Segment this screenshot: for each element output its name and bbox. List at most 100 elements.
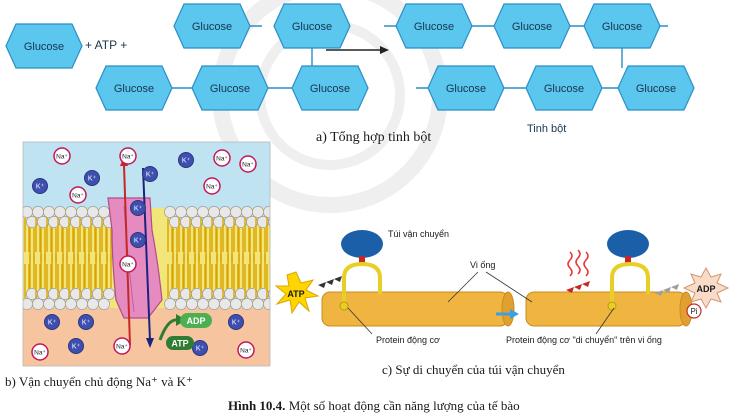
glucose-hexagon: Glucose — [427, 65, 505, 111]
svg-text:Na⁺: Na⁺ — [242, 162, 254, 169]
potassium-ion: K⁺ — [142, 166, 158, 182]
potassium-ion: K⁺ — [32, 178, 48, 194]
glucose-hexagon: Glucose — [95, 65, 173, 111]
motor-foot — [339, 301, 349, 311]
label-motor-moving: Protein động cơ "di chuyển" trên vi ống — [506, 335, 662, 345]
glucose-label: Glucose — [114, 83, 154, 95]
svg-text:K⁺: K⁺ — [134, 206, 143, 213]
phosphate-badge: Pi — [686, 303, 702, 319]
svg-text:Na⁺: Na⁺ — [216, 156, 228, 163]
product-label-starch: Tinh bột — [527, 123, 566, 135]
svg-text:K⁺: K⁺ — [82, 320, 91, 327]
adp-starburst: ADP — [682, 266, 730, 310]
phospholipid-heads — [23, 206, 270, 310]
panel-c-vesicle-transport: ATP ADP — [274, 229, 730, 377]
ions-group: Na⁺ Na⁺ Na⁺ K⁺ K⁺ Na⁺ K⁺ K⁺ Na⁺ Na⁺ K⁺ K⁺ Na⁺ K⁺ K⁺ K⁺ K… — [31, 147, 257, 361]
svg-text:K⁺: K⁺ — [88, 176, 97, 183]
glucose-hexagon: Glucose — [395, 3, 473, 49]
svg-text:Na⁺: Na⁺ — [122, 154, 134, 161]
glucose-label: Glucose — [210, 83, 250, 95]
potassium-ion: K⁺ — [68, 338, 84, 354]
transport-vesicle-right — [607, 230, 649, 258]
sodium-ion: Na⁺ — [31, 343, 49, 361]
microtubule-right — [525, 291, 687, 327]
svg-text:K⁺: K⁺ — [72, 344, 81, 351]
reaction-arrow — [326, 46, 389, 54]
transport-vesicle-left — [341, 230, 383, 258]
glucose-hexagon: Glucose — [493, 3, 571, 49]
label-motor-protein: Protein động cơ — [376, 335, 440, 345]
energy-arrows-right — [566, 281, 590, 293]
svg-text:Na⁺: Na⁺ — [240, 348, 252, 355]
glucose-label: Glucose — [544, 83, 584, 95]
plus-atp-text: + ATP + — [85, 38, 127, 52]
motor-protein-left — [342, 261, 382, 303]
svg-text:Na⁺: Na⁺ — [34, 350, 46, 357]
label-transport-vesicle: Túi vận chuyển — [388, 229, 449, 239]
glucose-label: Glucose — [292, 21, 332, 33]
glucose-label: Glucose — [636, 83, 676, 95]
glucose-hexagon: Glucose — [273, 3, 351, 49]
caption-c: c) Sự di chuyển của túi vận chuyển — [382, 362, 565, 377]
glucose-hexagon: Glucose — [173, 3, 251, 49]
sodium-ion: Na⁺ — [69, 186, 87, 204]
glucose-hexagon: Glucose — [291, 65, 369, 111]
svg-text:Na⁺: Na⁺ — [116, 344, 128, 351]
microtubule-pointers — [447, 271, 533, 303]
energy-arrows-left — [318, 276, 342, 288]
svg-text:Na⁺: Na⁺ — [56, 154, 68, 161]
sodium-ion: Na⁺ — [239, 155, 257, 173]
sodium-ion: Na⁺ — [213, 149, 231, 167]
sodium-ion: Na⁺ — [53, 147, 71, 165]
label-microtubule: Vi ống — [470, 260, 495, 270]
figure-caption: Hình 10.4. Một số hoạt động cần năng lượ… — [228, 398, 520, 413]
atp-badge: ATP — [166, 336, 194, 350]
microtubule-left — [321, 291, 509, 327]
figure-caption-text: Một số hoạt động cần năng lượng của tế b… — [285, 398, 519, 413]
motor-foot — [607, 301, 617, 311]
glucose-label: Glucose — [446, 83, 486, 95]
heat-waves — [567, 249, 589, 277]
svg-text:ADP: ADP — [186, 316, 205, 326]
atp-starburst: ATP — [274, 271, 320, 315]
sodium-ion: Na⁺ — [237, 341, 255, 359]
glucose-label: Glucose — [192, 21, 232, 33]
motor-protein-right — [610, 261, 650, 303]
motor-pointers — [347, 307, 615, 335]
svg-text:K⁺: K⁺ — [196, 346, 205, 353]
potassium-ion: K⁺ — [78, 314, 94, 330]
potassium-ion: K⁺ — [130, 232, 146, 248]
potassium-ion: K⁺ — [130, 200, 146, 216]
sodium-ion: Na⁺ — [119, 255, 137, 273]
svg-text:Pi: Pi — [690, 307, 697, 316]
movement-arrow — [496, 309, 519, 319]
svg-text:Na⁺: Na⁺ — [72, 193, 84, 200]
svg-text:Na⁺: Na⁺ — [206, 184, 218, 191]
potassium-ion: K⁺ — [192, 340, 208, 356]
svg-text:K⁺: K⁺ — [182, 158, 191, 165]
release-arrows — [655, 284, 679, 296]
sodium-ion: Na⁺ — [113, 337, 131, 355]
svg-text:K⁺: K⁺ — [134, 238, 143, 245]
svg-text:K⁺: K⁺ — [36, 184, 45, 191]
caption-b: b) Vận chuyển chủ động Na⁺ và K⁺ — [5, 374, 193, 389]
figure-number: Hình 10.4. — [228, 398, 285, 413]
potassium-ion: K⁺ — [178, 152, 194, 168]
svg-text:K⁺: K⁺ — [146, 172, 155, 179]
glucose-hexagon: Glucose — [583, 3, 661, 49]
glucose-label: Glucose — [24, 41, 64, 53]
svg-text:ADP: ADP — [696, 284, 715, 294]
potassium-ion: K⁺ — [44, 314, 60, 330]
adp-badge: ADP — [180, 313, 212, 328]
svg-text:K⁺: K⁺ — [48, 320, 57, 327]
svg-text:ATP: ATP — [171, 339, 188, 349]
sodium-ion: Na⁺ — [203, 177, 221, 195]
potassium-ion: K⁺ — [228, 314, 244, 330]
sodium-ion: Na⁺ — [119, 147, 137, 165]
glucose-label: Glucose — [310, 83, 350, 95]
glucose-hexagon: Glucose — [525, 65, 603, 111]
k-transport-arrow — [142, 167, 154, 348]
svg-text:K⁺: K⁺ — [232, 320, 241, 327]
glucose-label: Glucose — [602, 21, 642, 33]
